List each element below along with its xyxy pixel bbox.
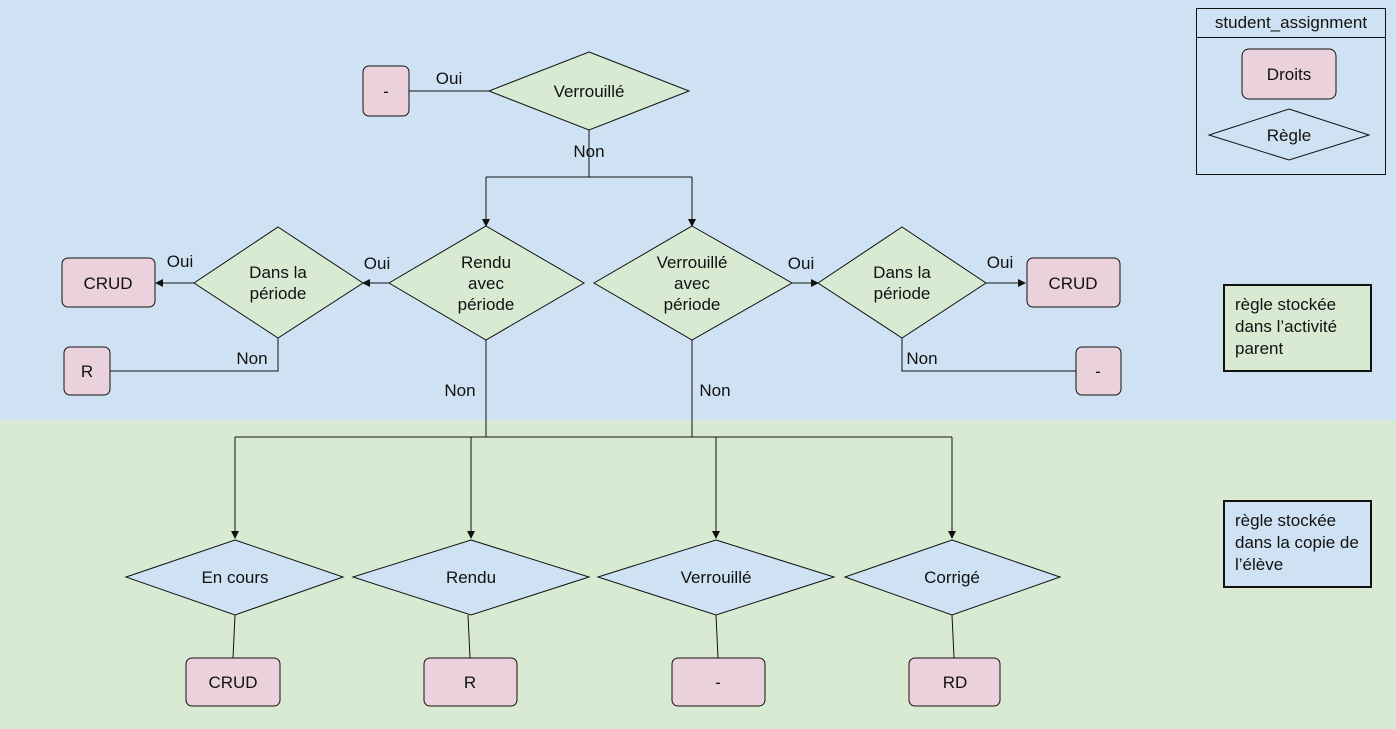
decision-in-progress	[124, 539, 345, 616]
rights-locked-state-text: -	[715, 673, 721, 692]
label-locked-yes: Oui	[436, 69, 462, 88]
legend-rule-label: Règle	[1267, 126, 1311, 145]
legend-rights-swatch	[1241, 48, 1337, 100]
decision-rendered-with-period	[388, 225, 585, 341]
rights-corrected-text: RD	[943, 673, 968, 692]
note-parent-rule: règle stockée dans l’activité parent	[1223, 284, 1372, 372]
rights-in-progress-text: CRUD	[208, 673, 257, 692]
decision-locked	[487, 51, 691, 131]
rights-rendered	[423, 657, 518, 707]
label-rendered-period-yes: Oui	[364, 254, 390, 273]
legend-title: student_assignment	[1197, 9, 1385, 38]
rights-in-period-right-yes	[1026, 257, 1121, 308]
rights-in-period-left-no-text: R	[81, 362, 93, 381]
decision-rendered-text: Rendu	[446, 568, 496, 587]
decision-locked-state-text: Verrouillé	[681, 568, 752, 587]
rights-locked-yes-text: -	[383, 82, 389, 101]
rights-in-period-right-no-text: -	[1095, 362, 1101, 381]
rights-in-period-left-no	[63, 346, 111, 396]
decision-in-progress-text: En cours	[201, 568, 268, 587]
decision-rendered	[351, 539, 591, 616]
edge-in-progress-rights	[232, 614, 236, 659]
edge-left-period-no	[110, 338, 279, 372]
rights-corrected	[908, 657, 1001, 707]
label-rendered-period-no: Non	[444, 381, 475, 400]
decision-locked-with-period	[593, 225, 794, 341]
rights-rendered-text: R	[464, 673, 476, 692]
decision-corrected-text: Corrigé	[924, 568, 980, 587]
decision-in-period-right	[817, 226, 987, 339]
decision-corrected	[843, 539, 1062, 616]
decision-in-period-left	[193, 226, 364, 339]
decision-locked-text: Verrouillé	[554, 82, 625, 101]
note-copy-rule: règle stockée dans la copie de l’élève	[1223, 500, 1372, 588]
edge-right-period-no	[901, 338, 1076, 372]
rights-in-period-right-no	[1075, 346, 1122, 396]
legend-rule-swatch	[1207, 108, 1371, 161]
rights-locked-yes	[362, 65, 410, 117]
label-right-period-yes: Oui	[987, 253, 1013, 272]
label-left-period-yes: Oui	[167, 252, 193, 271]
label-left-period-no: Non	[236, 349, 267, 368]
rights-in-period-left-yes-text: CRUD	[83, 274, 132, 293]
decision-locked-state	[596, 539, 836, 616]
rights-in-period-right-yes-text: CRUD	[1048, 274, 1097, 293]
label-locked-period-yes: Oui	[788, 254, 814, 273]
edge-rendered-rights	[467, 614, 471, 659]
edge-corrected-rights	[951, 614, 955, 659]
label-right-period-no: Non	[906, 349, 937, 368]
rights-in-progress	[185, 657, 281, 707]
label-locked-no: Non	[573, 142, 604, 161]
label-locked-period-no: Non	[699, 381, 730, 400]
rights-locked-state	[671, 657, 766, 707]
legend: student_assignment Droits Règle	[1196, 8, 1386, 175]
edge-locked-state-rights	[715, 614, 719, 659]
legend-shapes: Droits Règle	[1207, 48, 1371, 161]
rights-in-period-left-yes	[61, 257, 156, 308]
legend-rights-label: Droits	[1267, 65, 1311, 84]
parent-activity-zone	[0, 0, 1396, 420]
